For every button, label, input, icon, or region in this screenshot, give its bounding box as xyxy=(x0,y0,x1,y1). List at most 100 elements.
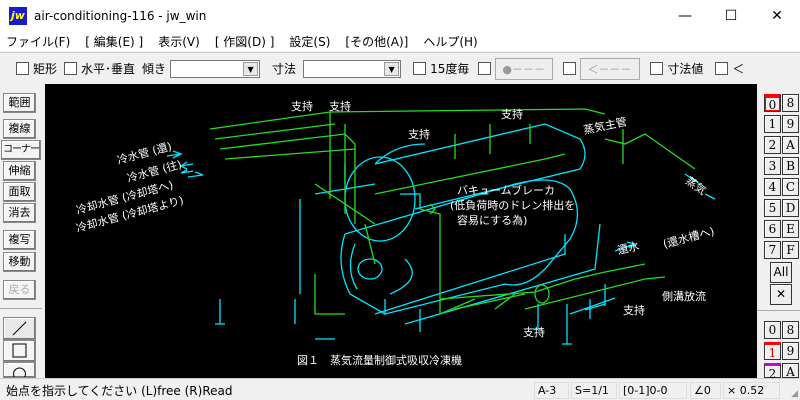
flow-arrows xyxy=(166,150,716,252)
drawing-canvas[interactable]: 支持 支持 支持 支持 支持 支持 蒸気主管 蒸気 冷水管 (還) 冷水管 (往… xyxy=(45,84,757,378)
left-toolbar: 範囲 複線 コーナー 伸縮 面取 消去 複写 移動 戻る xyxy=(0,84,42,378)
hv-label: 水平･垂直 xyxy=(81,62,136,76)
maximize-button[interactable]: ☐ xyxy=(724,7,738,24)
label-vacuum-breaker-note2: 容易にする為) xyxy=(457,214,528,227)
label-support: 支持 xyxy=(291,100,313,113)
layer-e-button[interactable]: E xyxy=(782,220,799,238)
menu-view[interactable]: 表示(V) xyxy=(158,34,200,49)
layer-panel: 0 1 2 3 4 5 6 7 8 9 A B C D E F All ✕ 0 … xyxy=(757,84,800,381)
group-9-button[interactable]: 9 xyxy=(782,342,799,360)
deg15-label: 15度毎 xyxy=(430,62,470,76)
copy-button[interactable]: 複写 xyxy=(3,230,36,250)
chevron-down-icon[interactable]: ▼ xyxy=(384,61,400,76)
layer-d-button[interactable]: D xyxy=(782,199,799,217)
label-vacuum-breaker-note: (低負荷時のドレン排出を xyxy=(450,199,576,212)
drawing-caption: 図１ 蒸気流量制御式吸収冷凍機 xyxy=(297,354,462,367)
zoom-level[interactable]: × 0.52 xyxy=(723,382,780,399)
layer-8-button[interactable]: 8 xyxy=(782,94,799,112)
angle[interactable]: ∠0 xyxy=(690,382,721,399)
layer-9-button[interactable]: 9 xyxy=(782,115,799,133)
status-bar: 始点を指示してください (L)free (R)Read A-3 S=1/1 [0… xyxy=(0,378,800,400)
layer-5-button[interactable]: 5 xyxy=(764,199,781,217)
menu-bar: ファイル(F) [ 編集(E) ] 表示(V) [ 作図(D) ] 設定(S) … xyxy=(0,31,800,51)
label-support: 支持 xyxy=(623,304,645,317)
layer-3-button[interactable]: 3 xyxy=(764,157,781,175)
layer-c-button[interactable]: C xyxy=(782,178,799,196)
label-vacuum-breaker: バキュームブレーカ xyxy=(457,184,556,197)
layer-all-button[interactable]: All xyxy=(770,262,792,283)
move-button[interactable]: 移動 xyxy=(3,252,36,272)
label-support: 支持 xyxy=(523,326,545,339)
rect-checkbox[interactable] xyxy=(16,62,29,75)
group-8-button[interactable]: 8 xyxy=(782,321,799,339)
layer-2-button[interactable]: 2 xyxy=(764,136,781,154)
rect-label: 矩形 xyxy=(33,62,58,76)
chevron-down-icon[interactable]: ▼ xyxy=(243,61,259,76)
menu-file[interactable]: ファイル(F) xyxy=(6,34,71,49)
layer-1-button[interactable]: 1 xyxy=(764,115,781,133)
offset-button[interactable]: 複線 xyxy=(3,119,36,139)
tilt-label: 傾き xyxy=(142,62,167,76)
group-2-button[interactable]: 2 xyxy=(764,363,781,381)
piping xyxy=(209,108,696,315)
circle-line-button[interactable]: ●－－－ xyxy=(495,57,554,80)
label-gutter-discharge: 側溝放流 xyxy=(662,290,706,303)
group-a-button[interactable]: A xyxy=(782,363,799,379)
chamfer-button[interactable]: 面取 xyxy=(3,182,36,202)
deg15-checkbox[interactable] xyxy=(413,62,427,75)
divider xyxy=(0,308,42,309)
scale[interactable]: S=1/1 xyxy=(571,382,617,399)
resize-grip-icon[interactable]: ◢ xyxy=(791,389,798,399)
title-bar: jw air-conditioning-116 - jw_win — ☐ ✕ xyxy=(0,0,800,31)
lt-label: ＜ xyxy=(732,62,745,76)
hv-checkbox[interactable] xyxy=(64,62,78,75)
menu-other[interactable]: [その他(A)] xyxy=(345,34,409,49)
label-support: 支持 xyxy=(501,108,523,121)
menu-help[interactable]: ヘルプ(H) xyxy=(423,34,478,49)
menu-edit[interactable]: [ 編集(E) ] xyxy=(85,34,144,49)
tilt-select[interactable]: ▼ xyxy=(170,59,261,78)
status-message: 始点を指示してください (L)free (R)Read xyxy=(6,384,233,398)
dimval-label: 寸法値 xyxy=(667,62,704,76)
dim-label: 寸法 xyxy=(272,62,297,76)
layer-7-button[interactable]: 7 xyxy=(764,241,781,259)
dimval-checkbox[interactable] xyxy=(650,62,664,75)
layer-x-button[interactable]: ✕ xyxy=(770,284,792,305)
minimize-button[interactable]: — xyxy=(678,7,692,24)
layer-6-button[interactable]: 6 xyxy=(764,220,781,238)
window-title: air-conditioning-116 - jw_win xyxy=(34,8,207,23)
label-support: 支持 xyxy=(329,100,351,113)
layer-f-button[interactable]: F xyxy=(782,241,799,259)
arrow-line-button[interactable]: ＜－－－ xyxy=(580,57,641,80)
stretch-button[interactable]: 伸縮 xyxy=(3,161,36,181)
layer-status[interactable]: [0-1]0-0 xyxy=(619,382,687,399)
tool-options-bar: 矩形 水平･垂直 傾き ▼ 寸法 ▼ 15度毎 ●－－－ ＜－－－ 寸法値 ＜ xyxy=(0,52,800,84)
layer-b-button[interactable]: B xyxy=(782,157,799,175)
dim-select[interactable]: ▼ xyxy=(303,59,402,78)
circle-tool-button[interactable] xyxy=(3,362,36,378)
close-button[interactable]: ✕ xyxy=(771,7,783,24)
menu-draw[interactable]: [ 作図(D) ] xyxy=(214,34,275,49)
group-1-button[interactable]: 1 xyxy=(764,342,781,360)
circle-icon xyxy=(13,367,26,377)
divider xyxy=(757,310,800,311)
circle-checkbox[interactable] xyxy=(478,62,492,75)
layer-0-button[interactable]: 0 xyxy=(764,94,781,112)
menu-settings[interactable]: 設定(S) xyxy=(289,34,331,49)
line-tool-button[interactable] xyxy=(3,317,36,340)
corner-button[interactable]: コーナー xyxy=(1,140,41,160)
layer-a-button[interactable]: A xyxy=(782,136,799,154)
range-button[interactable]: 範囲 xyxy=(3,93,36,113)
group-0-button[interactable]: 0 xyxy=(764,321,781,339)
undo-button[interactable]: 戻る xyxy=(3,280,36,300)
label-support: 支持 xyxy=(408,128,430,141)
absorption-chiller-drawing xyxy=(166,108,716,345)
line-icon xyxy=(12,321,27,336)
rect-tool-button[interactable] xyxy=(3,340,36,362)
arrow-checkbox[interactable] xyxy=(563,62,577,75)
erase-button[interactable]: 消去 xyxy=(3,203,36,223)
rectangle-icon xyxy=(12,343,27,358)
paper-size[interactable]: A-3 xyxy=(534,382,569,399)
layer-4-button[interactable]: 4 xyxy=(764,178,781,196)
lt-checkbox[interactable] xyxy=(715,62,729,75)
